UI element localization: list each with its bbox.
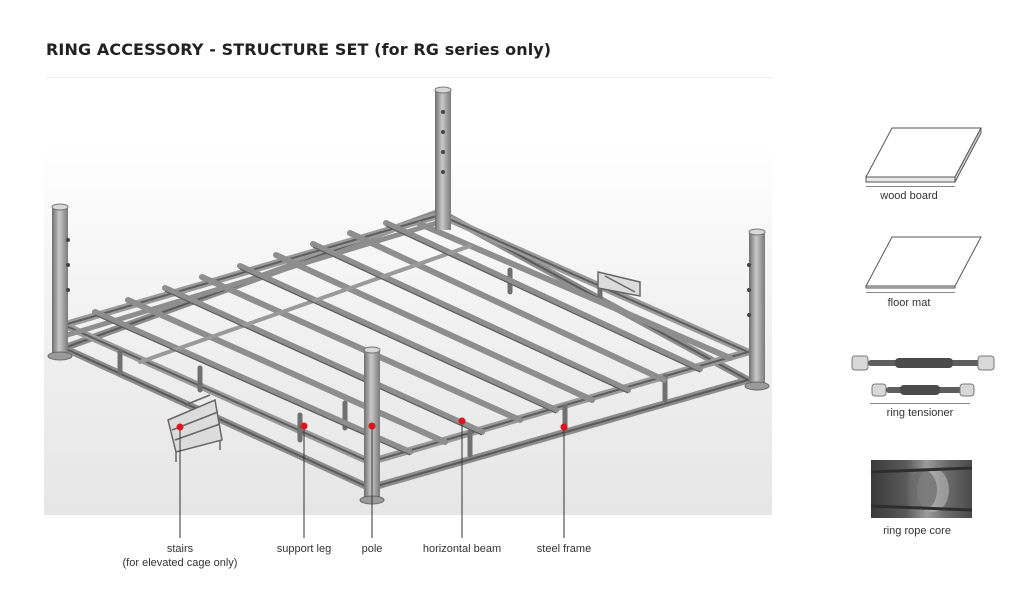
ring-tensioner-illustration [851, 355, 995, 397]
pole-marker [368, 422, 376, 430]
pole-left [47, 203, 73, 361]
label-ring-tensioner: ring tensioner [886, 407, 954, 419]
horizontal-beams [61, 219, 733, 455]
pole-back [434, 86, 452, 230]
ring-rope-core-illustration [871, 460, 972, 518]
callout-stairs-label: stairs [166, 543, 194, 555]
wood-board-illustration [865, 127, 982, 183]
floor-mat-rule [866, 292, 955, 293]
stairs-illustration-back [597, 271, 641, 297]
steel-frame [53, 208, 759, 492]
callout-horizontal-beam: horizontal beam [422, 543, 502, 555]
ring-tensioner-rule [870, 403, 970, 404]
support-leg-marker [300, 422, 308, 430]
label-floor-mat: floor mat [887, 297, 931, 309]
floor-mat-illustration [865, 236, 982, 289]
page-title: RING ACCESSORY - STRUCTURE SET (for RG s… [46, 40, 552, 59]
steel-frame-marker [560, 423, 568, 431]
callout-support-leg: support leg [276, 543, 332, 555]
callout-markers [176, 417, 568, 431]
wood-board-rule [866, 186, 955, 187]
callout-steel-frame: steel frame [536, 543, 592, 555]
pole-right [744, 228, 770, 391]
stairs-marker [176, 423, 184, 431]
title-divider [46, 77, 772, 78]
callout-lines [179, 421, 565, 538]
callout-pole: pole [361, 543, 383, 555]
callout-stairs-note: (for elevated cage only) [122, 557, 238, 569]
rope-core-graphic [871, 466, 972, 512]
horizontal-beam-marker [458, 417, 466, 425]
label-wood-board: wood board [880, 190, 938, 202]
label-ring-rope-core: ring rope core [883, 525, 951, 537]
callout-stairs: stairs (for elevated cage only) [112, 542, 248, 570]
